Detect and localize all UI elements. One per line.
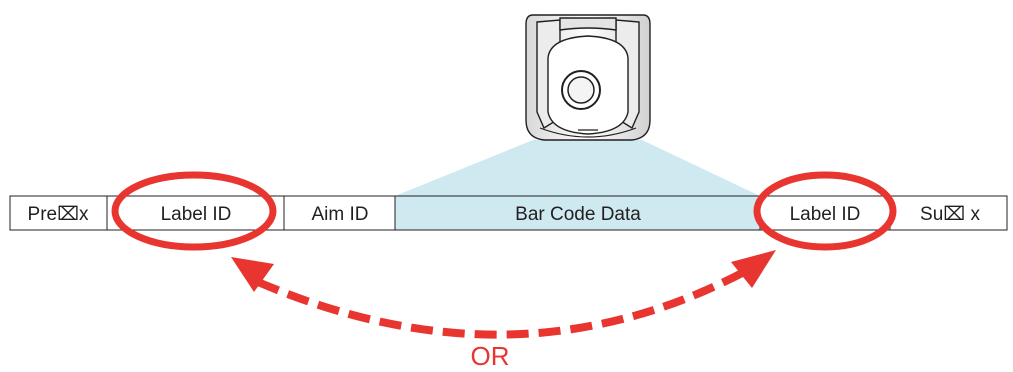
highlight-ellipse-right xyxy=(753,171,897,251)
field-aim-id-label: Aim ID xyxy=(312,204,369,225)
field-prefix-label: Pre⌧x xyxy=(28,204,89,225)
field-bar-code-data xyxy=(394,195,761,231)
field-prefix xyxy=(9,195,108,231)
field-label-id-right-label: Label ID xyxy=(790,204,861,225)
field-bar-code-data-label: Bar Code Data xyxy=(515,204,641,225)
scan-beam xyxy=(395,140,760,196)
data-field-row: Pre⌧x Label ID Aim ID Bar Code Data Labe… xyxy=(9,195,1008,231)
field-label-id-left-label: Label ID xyxy=(161,204,232,225)
or-label: OR xyxy=(471,341,510,371)
highlight-ellipse-left xyxy=(111,171,277,251)
field-suffix xyxy=(889,195,1008,231)
barcode-scanner-icon xyxy=(525,14,651,141)
field-aim-id xyxy=(283,195,396,231)
field-label-id-left xyxy=(106,195,285,231)
arrowhead-right xyxy=(731,250,776,288)
arrowhead-left xyxy=(231,257,274,292)
field-suffix-label: Su⌧ x xyxy=(920,204,980,225)
double-headed-dashed-arrow xyxy=(231,250,776,339)
field-label-id-right xyxy=(759,195,891,231)
